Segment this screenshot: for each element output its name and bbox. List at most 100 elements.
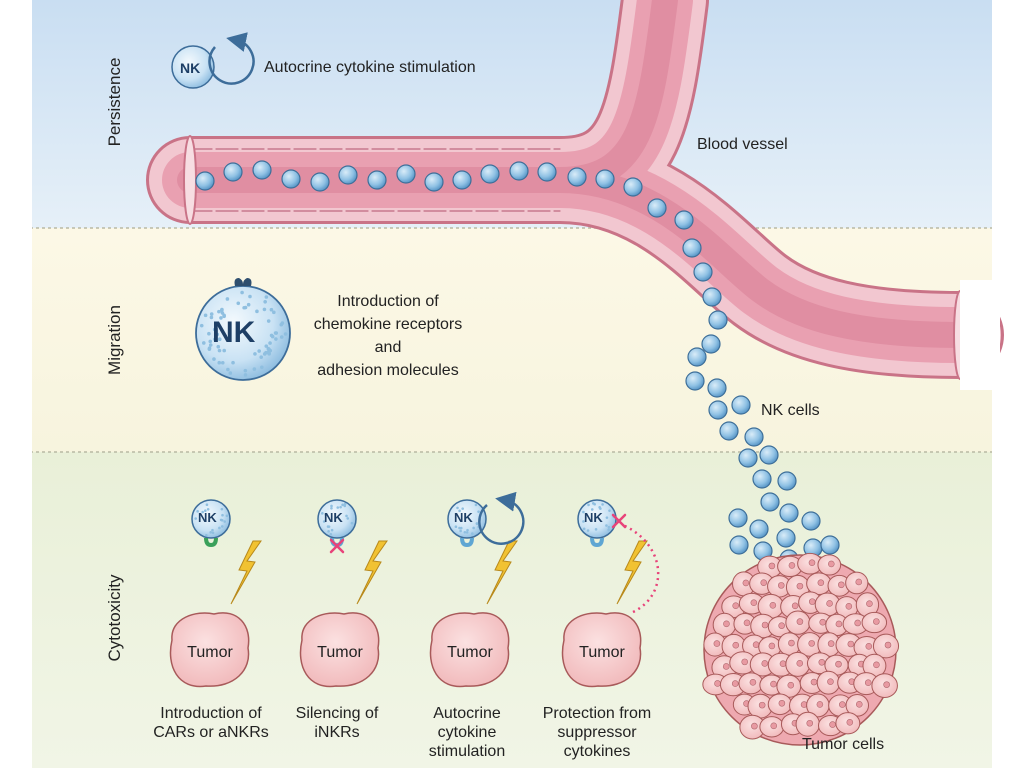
nk-cell — [729, 535, 749, 555]
receptor-icon — [590, 538, 604, 547]
receptor-icon — [234, 278, 252, 286]
section-label-persistence: Persistence — [105, 57, 124, 147]
migration-text-line-2: chemokine receptors — [313, 316, 463, 333]
nk-label: NK — [180, 60, 201, 76]
tumor-cell-icon — [299, 612, 380, 688]
nk-label: NK — [198, 510, 217, 525]
nk-cell — [252, 160, 272, 180]
nk-cell — [719, 421, 739, 441]
nk-cell — [223, 162, 243, 182]
strategy-caption-line: CARs or aNKRs — [153, 724, 269, 741]
nk-cell — [744, 427, 764, 447]
nk-cells-flow — [195, 160, 840, 569]
nk-cell — [760, 492, 780, 512]
migration-text-line-1: Introduction of — [337, 293, 439, 310]
nk-cell — [777, 471, 797, 491]
nk-cell — [685, 371, 705, 391]
inhibit-x-icon — [329, 538, 345, 554]
tumor-cell-icon — [561, 612, 642, 688]
nk-cell — [779, 503, 799, 523]
nk-cell — [367, 170, 387, 190]
nk-cell — [820, 535, 840, 555]
nk-cell-icon — [317, 499, 357, 539]
nk-cell — [623, 177, 643, 197]
nk-cell — [195, 171, 215, 191]
nk-cell — [801, 511, 821, 531]
autocrine-label: Autocrine cytokine stimulation — [264, 59, 476, 76]
nk-cell — [647, 198, 667, 218]
nk-cell — [480, 164, 500, 184]
migration-text-line-4: adhesion molecules — [317, 362, 459, 379]
nk-cell-icon — [171, 32, 255, 89]
suppressor-cytokine-path — [622, 523, 660, 614]
receptor-icon — [330, 538, 344, 547]
nk-label: NK — [584, 510, 603, 525]
lightning-icon — [230, 540, 262, 605]
tumor-mass — [702, 552, 900, 746]
strategy-caption-line: Autocrine — [433, 705, 501, 722]
nk-cell — [708, 310, 728, 330]
strategy-caption-line: cytokine — [437, 724, 497, 741]
nk-cell — [310, 172, 330, 192]
nk-cell — [537, 162, 557, 182]
nk-cell-icon — [447, 499, 487, 539]
nk-cell — [281, 169, 301, 189]
tumor-label: Tumor — [187, 644, 233, 661]
nk-cell — [707, 378, 727, 398]
nk-cell — [509, 161, 529, 181]
section-label-cytotoxicity: Cytotoxicity — [105, 574, 124, 662]
strategy-caption-line: stimulation — [428, 743, 506, 760]
nk-cell — [749, 519, 769, 539]
strategy-4 — [561, 499, 660, 688]
tumor-label: Tumor — [447, 644, 493, 661]
lightning-icon — [616, 540, 648, 605]
nk-cell — [567, 167, 587, 187]
circular-arrow-icon — [478, 491, 525, 545]
nk-cell — [693, 262, 713, 282]
nk-label-large: NK — [212, 316, 256, 349]
tumor-cells-label: Tumor cells — [802, 736, 885, 753]
nk-cell-icon — [195, 278, 291, 381]
nk-cell — [776, 528, 796, 548]
section-label-migration: Migration — [105, 305, 124, 375]
nk-label: NK — [454, 510, 473, 525]
nk-cell — [728, 508, 748, 528]
nk-label: NK — [324, 510, 343, 525]
strategy-caption-line: Silencing of — [295, 705, 379, 722]
nk-cell — [682, 238, 702, 258]
nk-cell — [396, 164, 416, 184]
strategy-2 — [299, 499, 388, 688]
nk-cell — [595, 169, 615, 189]
receptor-icon — [204, 538, 218, 547]
nk-cell — [701, 334, 721, 354]
cytotoxicity-strategies — [169, 491, 660, 688]
nk-cell — [731, 395, 751, 415]
strategy-3 — [429, 491, 525, 688]
nk-cell — [702, 287, 722, 307]
nk-cell — [738, 448, 758, 468]
strategy-1 — [169, 499, 262, 688]
tumor-cell-icon — [429, 612, 510, 688]
nk-cells-label: NK cells — [761, 402, 820, 419]
nk-cell — [687, 347, 707, 367]
receptor-icon — [460, 538, 474, 547]
strategy-caption-line: suppressor — [557, 724, 637, 741]
strategy-caption-line: cytokines — [563, 743, 631, 760]
nk-cell — [759, 445, 779, 465]
lightning-icon — [356, 540, 388, 605]
nk-cell — [674, 210, 694, 230]
blood-vessel-label: Blood vessel — [697, 136, 788, 153]
nk-cell — [338, 165, 358, 185]
strategy-caption-line: Introduction of — [160, 705, 262, 722]
nk-cell — [424, 172, 444, 192]
nk-cell — [452, 170, 472, 190]
tumor-label: Tumor — [579, 644, 625, 661]
left-margin — [0, 0, 32, 768]
tumor-cell-icon — [169, 612, 250, 688]
nk-cell — [752, 469, 772, 489]
migration-text-line-3: and — [374, 339, 402, 356]
lightning-icon — [486, 540, 518, 605]
strategy-caption-line: Protection from — [542, 705, 652, 722]
